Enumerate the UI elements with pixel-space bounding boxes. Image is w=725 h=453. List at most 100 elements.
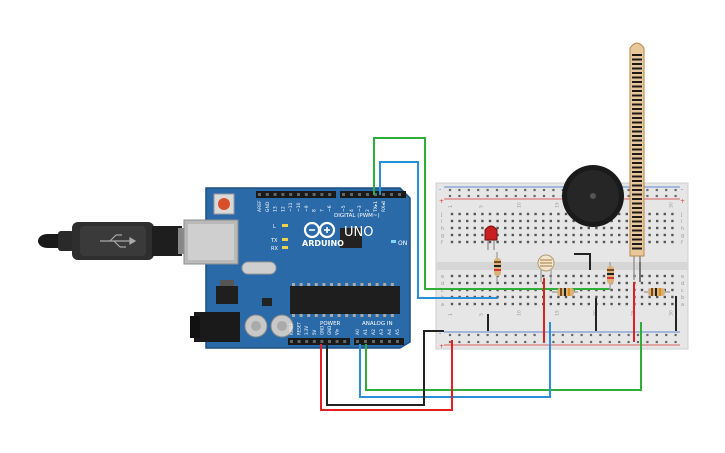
digital-pin-label: 8	[312, 209, 318, 212]
row-letter: c	[681, 288, 684, 294]
usb-chip	[340, 228, 362, 248]
row-letter: j	[680, 212, 682, 218]
column-number: 10	[516, 202, 522, 208]
row-letter: h	[681, 226, 684, 232]
usb-icon	[100, 234, 137, 248]
digital-pin-label: AREF	[257, 200, 263, 212]
capacitor-1	[244, 314, 268, 338]
led-label-rx: RX	[271, 246, 278, 252]
digital-pin-label: ~11	[288, 202, 294, 212]
row-letter: i	[681, 219, 682, 225]
row-letter: a	[681, 302, 684, 308]
analog-pin-label: A4	[387, 329, 393, 335]
digital-pin-label: TX▸1	[373, 201, 379, 213]
resistor-3[interactable]	[607, 262, 614, 290]
power-pin-label: Vin	[335, 328, 340, 335]
svg-text:+: +	[680, 198, 685, 205]
row-letter: c	[441, 288, 444, 294]
digital-pin-label: ~3	[357, 205, 363, 212]
model-label: UNO	[344, 225, 373, 240]
svg-text:-: -	[439, 330, 441, 337]
row-letter: f	[681, 240, 683, 246]
digital-pin-label: 13	[273, 206, 279, 212]
power-pin-label: RESET	[297, 322, 302, 335]
power-pin-label: GND	[319, 326, 324, 335]
photoresistor[interactable]	[537, 254, 555, 282]
analog-header-label: ANALOG IN	[362, 321, 393, 327]
wire-green-digital[interactable]	[373, 137, 610, 290]
digital-pin-label: ~6	[327, 205, 333, 212]
column-number: 5	[478, 205, 484, 208]
wire-green-analog[interactable]	[365, 322, 642, 391]
digital-pin-label: ~9	[304, 205, 310, 212]
digital-pin-label: RX◂0	[381, 201, 387, 212]
flex-sensor[interactable]	[629, 42, 645, 280]
on-label: ON	[398, 240, 407, 247]
digital-pin-label: 7	[319, 209, 325, 212]
power-header-label: POWER	[320, 321, 341, 327]
on-led	[391, 240, 396, 243]
row-letter: a	[441, 302, 444, 308]
digital-pin-label: 12	[280, 206, 286, 212]
wire-red-5v[interactable]	[320, 340, 453, 411]
resistor-2[interactable]	[552, 288, 578, 296]
row-letter: e	[681, 274, 684, 280]
resistor-4[interactable]	[644, 288, 670, 296]
row-letter: e	[441, 274, 444, 280]
digital-header-label: DIGITAL (PWM~)	[334, 213, 380, 219]
analog-pin-label: A2	[371, 329, 377, 335]
red-led[interactable]	[484, 225, 498, 250]
led-label-l: L	[273, 224, 276, 230]
resistor-1[interactable]	[494, 252, 501, 282]
analog-pin-label: A5	[395, 329, 401, 335]
arduino-logo-icon	[303, 221, 336, 239]
column-number: 1	[448, 313, 454, 316]
row-letter: h	[441, 226, 444, 232]
reset-button[interactable]	[213, 193, 235, 215]
jumper-black-3	[574, 253, 591, 270]
capacitor-2	[270, 314, 294, 338]
column-number: 30	[668, 202, 674, 208]
row-letter: g	[441, 233, 444, 239]
wire-blue-analog[interactable]	[359, 322, 551, 398]
wire-black-gnd[interactable]	[326, 330, 444, 406]
onboard-leds: L TX RX	[270, 224, 288, 252]
led-label-tx: TX	[270, 238, 278, 244]
wires	[320, 137, 677, 411]
power-pin-label: 3.3V	[304, 326, 309, 335]
digital-pin-label: ~10	[296, 202, 302, 212]
svg-text:-: -	[439, 186, 441, 193]
power-pin-label: IOREF	[289, 322, 294, 335]
power-jack	[194, 312, 240, 342]
wire-blue-digital[interactable]	[379, 161, 498, 299]
svg-text:+: +	[439, 343, 444, 350]
digital-pin-label: GND	[265, 201, 271, 212]
crystal-oscillator	[241, 261, 277, 275]
column-number: 15	[554, 202, 560, 208]
row-letter: d	[441, 281, 444, 287]
row-letter: i	[441, 219, 442, 225]
column-number: 30	[668, 310, 674, 316]
voltage-regulator	[216, 286, 238, 304]
column-number: 1	[448, 205, 454, 208]
piezo-buzzer[interactable]	[562, 165, 624, 227]
power-pin-label: GND	[327, 326, 332, 335]
usb-cable[interactable]	[38, 222, 186, 260]
row-letter: f	[441, 240, 443, 246]
digital-pin-label: 2	[365, 209, 371, 212]
svg-text:+: +	[439, 198, 444, 205]
row-letter: b	[681, 295, 684, 301]
atmega-chip	[290, 286, 400, 314]
brand-label: ARDUINO	[302, 239, 344, 248]
column-number: 5	[478, 313, 484, 316]
column-number: 10	[516, 310, 522, 316]
row-letter: d	[681, 281, 684, 287]
row-letter: j	[440, 212, 442, 218]
column-number: 15	[554, 310, 560, 316]
analog-pin-label: A1	[363, 329, 369, 335]
power-pin-label: 5V	[312, 329, 317, 335]
